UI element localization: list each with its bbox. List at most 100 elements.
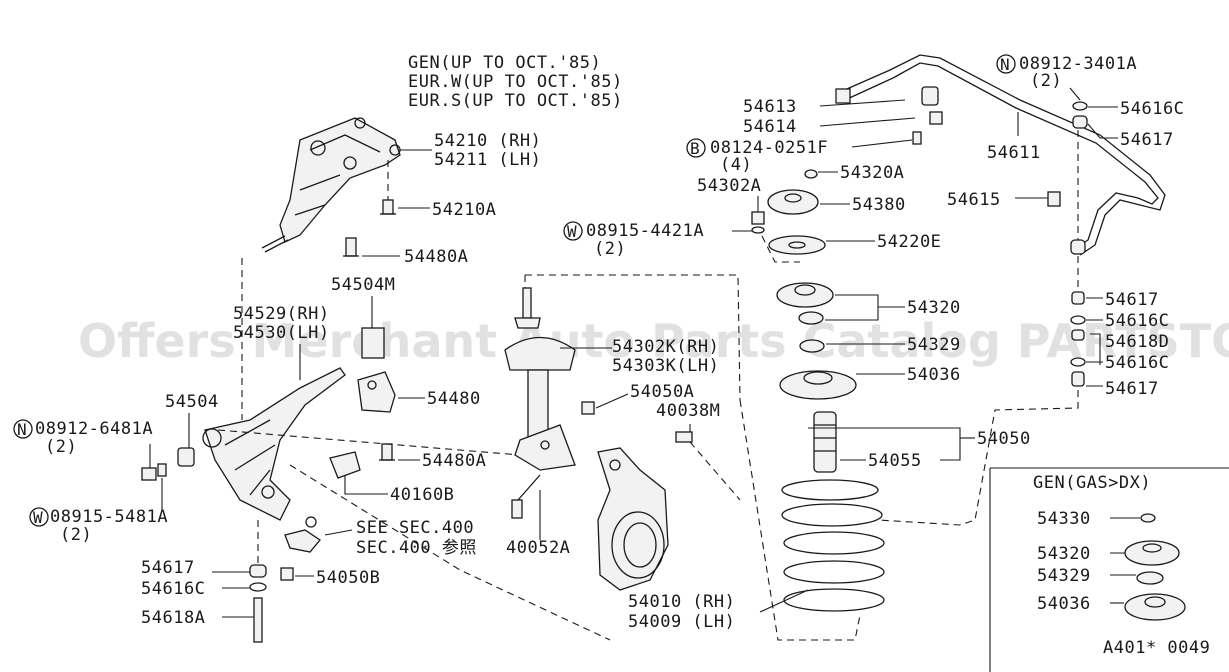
label-54504M: 54504M (331, 275, 395, 295)
header-note-3: EUR.S(UP TO OCT.'85) (408, 91, 623, 111)
label-54616C-left: 54616C (141, 579, 205, 599)
label-08124-0251F-qty: (4) (720, 155, 752, 175)
washer-08915-5481A (157, 463, 167, 477)
circle-letter-n-6481A: N (17, 420, 27, 439)
washer-08915-4421A (751, 226, 765, 234)
label-54055: 54055 (868, 451, 922, 471)
label-54220E: 54220E (877, 232, 941, 252)
stabilizer-bar-54611 (839, 54, 1166, 256)
inset-nut-54330 (1140, 513, 1156, 523)
label-see-sec: SEE SEC.400 (356, 518, 474, 538)
label-54617-right-1: 54617 (1105, 290, 1159, 310)
plate-54220E (768, 235, 826, 255)
label-54529: 54529(RH) (233, 304, 330, 324)
label-54504: 54504 (165, 392, 219, 412)
label-54618A: 54618A (141, 608, 205, 628)
circle-letter-w-4421A: W (567, 222, 577, 241)
label-54320A: 54320A (840, 163, 904, 183)
header-note-2: EUR.W(UP TO OCT.'85) (408, 72, 623, 92)
label-08915-5481A-qty: (2) (60, 525, 92, 545)
bushing-54613 (835, 88, 851, 104)
circle-mark-w-4421A (563, 221, 583, 241)
label-08912-3401A: 08912-3401A (1019, 54, 1137, 74)
label-sec-ref: SEC.400 参照 (356, 538, 477, 558)
bolt-54480A-mid (379, 443, 395, 461)
label-54210A: 54210A (432, 200, 496, 220)
washer-54616C-top (1072, 101, 1088, 111)
label-54380: 54380 (852, 195, 906, 215)
label-40160B: 40160B (390, 485, 454, 505)
bushing-54617-top (1072, 115, 1088, 129)
inset-label-54329: 54329 (1037, 566, 1091, 586)
bushing-54617-right (1071, 291, 1085, 305)
inset-label-54036: 54036 (1037, 594, 1091, 614)
bushing-54617-right-2 (1071, 329, 1085, 341)
label-08915-5481A: 08915-5481A (50, 507, 168, 527)
label-54480A-mid: 54480A (422, 451, 486, 471)
inset-seat-54036 (1124, 593, 1186, 621)
ball-joint (284, 516, 321, 553)
bracket-40160B (329, 451, 361, 479)
coil-spring (781, 479, 885, 612)
label-54050A: 54050A (630, 382, 694, 402)
circle-mark-b-0251F (686, 138, 706, 158)
label-54480: 54480 (427, 389, 481, 409)
label-54050: 54050 (977, 429, 1031, 449)
inset-label-54320: 54320 (1037, 544, 1091, 564)
label-08915-4421A-qty: (2) (594, 239, 626, 259)
insulator-54380 (767, 189, 819, 215)
bolt-40052A (511, 474, 541, 519)
bushing-lower-bar (1070, 239, 1086, 255)
inset-bearing-54329 (1136, 571, 1164, 585)
label-54617-top: 54617 (1120, 130, 1174, 150)
inset-label-54330: 54330 (1037, 509, 1091, 529)
label-54615: 54615 (947, 190, 1001, 210)
circle-mark-w-5481A (29, 507, 49, 527)
label-54302K: 54302K(RH) (612, 337, 719, 357)
bushing-54504 (177, 447, 195, 467)
washer-54616C-left (249, 582, 267, 592)
label-54617-left: 54617 (141, 558, 195, 578)
label-54329: 54329 (907, 335, 961, 355)
label-54320: 54320 (907, 298, 961, 318)
label-54302A: 54302A (697, 176, 761, 196)
inset-title: GEN(GAS>DX) (1033, 473, 1151, 493)
spring-seat-54036 (779, 370, 857, 400)
label-54480A-top: 54480A (404, 247, 468, 267)
nut-54302A (751, 211, 765, 225)
inset-frame (989, 467, 1229, 672)
bracket-54614 (921, 86, 939, 106)
label-54616C-right-2: 54616C (1105, 353, 1169, 373)
label-08912-3401A-qty: (2) (1030, 71, 1062, 91)
label-40052A: 40052A (506, 538, 570, 558)
label-54616C-right-1: 54616C (1105, 311, 1169, 331)
bolt-40038M (675, 431, 693, 443)
label-08912-6481A: 08912-6481A (35, 419, 153, 439)
bolt-08124-0251F (912, 131, 922, 145)
bolt-54618A (253, 597, 263, 643)
crossmember-bracket (261, 117, 401, 253)
label-08912-6481A-qty: (2) (45, 437, 77, 457)
label-54614: 54614 (743, 117, 797, 137)
bolt-54480A-top (343, 237, 359, 257)
clamp-54614 (929, 111, 943, 125)
washer-54616C-right-2 (1070, 357, 1086, 367)
label-54616C-top: 54616C (1120, 99, 1184, 119)
label-54211: 54211 (LH) (434, 150, 541, 170)
label-40038M: 40038M (656, 401, 720, 421)
bump-stopper-54055 (813, 411, 837, 473)
label-54036: 54036 (907, 365, 961, 385)
bushing-54617-left (249, 564, 267, 578)
label-54611: 54611 (987, 143, 1041, 163)
steering-knuckle (597, 447, 669, 591)
strut-assembly (504, 287, 576, 471)
circle-mark-n-6481A (13, 419, 33, 439)
circle-letter-n-3401A: N (1000, 55, 1010, 74)
label-08915-4421A: 08915-4421A (586, 221, 704, 241)
label-54530: 54530(LH) (233, 323, 330, 343)
bushing-54617-right-3 (1071, 371, 1085, 387)
bearing-54329 (799, 339, 825, 353)
label-54617-right-2: 54617 (1105, 379, 1159, 399)
lower-control-arm (202, 367, 346, 521)
mount-54320 (776, 282, 834, 325)
